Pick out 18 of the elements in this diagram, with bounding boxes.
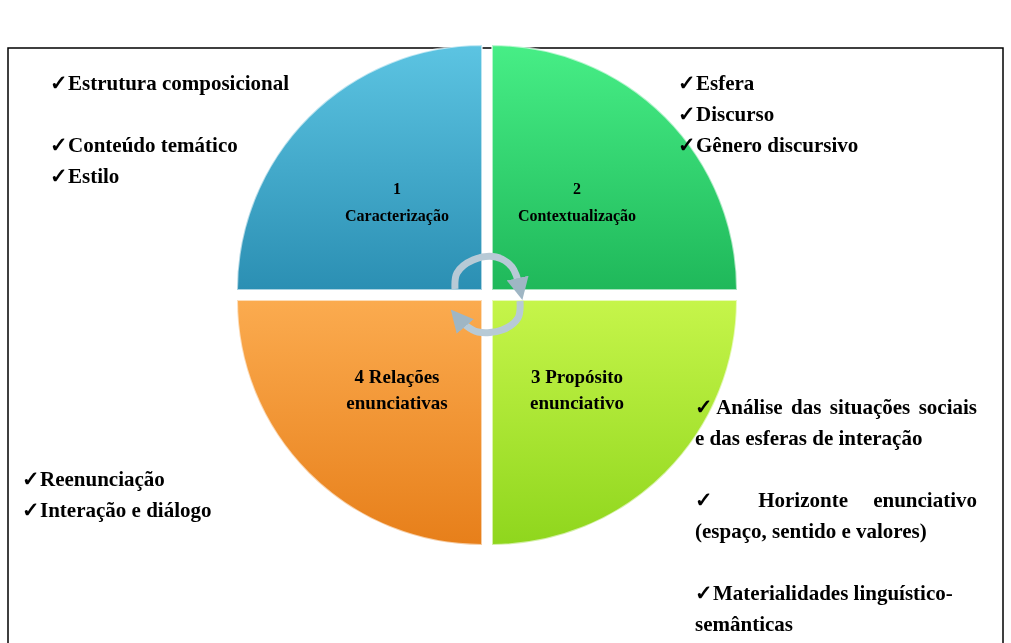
segment-title: 1 — [393, 179, 401, 199]
checklist-item: ✓Estrutura composicional — [50, 70, 290, 97]
checklist-item: ✓Reenunciação — [22, 466, 166, 493]
curved-arrow — [450, 300, 524, 337]
checklist-item: ✓Esfera — [678, 70, 756, 97]
checklist-item: ✓Interação e diálogo — [22, 497, 213, 524]
segment-title: 2 — [573, 179, 581, 199]
checklist-item: ✓Discurso — [678, 101, 776, 128]
checklist-item: ✓Conteúdo temático — [50, 132, 239, 159]
checklist-item: ✓ Horizonte enunciativo (espaço, sentido e valores) — [695, 487, 977, 545]
segment-title: Contextualização — [517, 206, 637, 227]
quadrant-segment — [237, 300, 482, 545]
checklist-item: ✓Materialidades linguístico-semânticas — [695, 580, 954, 638]
checklist-item: ✓Estilo — [50, 163, 121, 190]
segment-title: 3 Propósito enunciativo — [529, 365, 625, 415]
segment-title: Caracterização — [345, 206, 449, 227]
curved-arrow — [451, 253, 529, 300]
segment-title: 4 Relações enunciativas — [345, 365, 449, 415]
